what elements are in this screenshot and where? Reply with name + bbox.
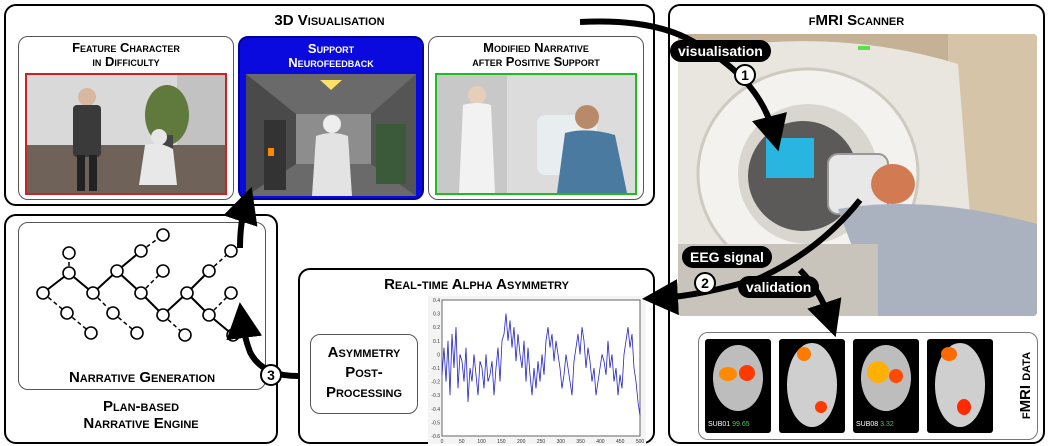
scene-office-image (25, 73, 227, 195)
alpha-title: Real-time Alpha Asymmetry (384, 276, 569, 293)
scanner-title: fMRI Scanner (808, 12, 905, 29)
y-tick-label: 0.4 (433, 298, 440, 304)
subject-value: 3.32 (880, 421, 894, 428)
narrative-generation-label: Narrative Generation (68, 369, 216, 386)
panel-support-neurofeedback: Support Neurofeedback (238, 36, 424, 200)
panel-title: Modified Narrative after Positive Suppor… (472, 40, 600, 69)
scanner-photo (678, 34, 1037, 316)
label-eeg-signal: EEG signal (682, 246, 772, 268)
x-tick-label: 300 (557, 439, 566, 444)
visualisation-title: 3D Visualisation (274, 12, 385, 29)
x-tick-label: 450 (616, 439, 625, 444)
y-tick-label: -0.3 (431, 393, 440, 399)
x-tick-label: 200 (517, 439, 526, 444)
y-tick-label: 0 (437, 352, 440, 358)
scene-hospital-image (435, 73, 637, 195)
panel-modified-narrative: Modified Narrative after Positive Suppor… (428, 36, 644, 200)
subject-value: 99.65 (732, 421, 750, 428)
subject-id: SUB01 (708, 421, 731, 428)
alpha-asymmetry-box: Real-time Alpha Asymmetry Asymmetry Post… (298, 268, 655, 444)
y-tick-label: -0.6 (431, 434, 440, 440)
label-validation: validation (738, 276, 820, 298)
panel-title: Feature Character in Difficulty (72, 40, 180, 69)
label-visualisation: visualisation (670, 40, 771, 62)
post-processing-label: Asymmetry Post- Processing (325, 344, 402, 401)
brain-slice (927, 339, 993, 433)
x-tick-label: 400 (596, 439, 605, 444)
series-line (441, 313, 641, 416)
y-tick-label: 0.2 (433, 325, 440, 331)
fmri-scanner-box: fMRI Scanner fMRI data SUB01 99.65 (668, 4, 1045, 444)
panel-title: Support Neurofeedback (288, 41, 374, 70)
step-three-badge: 3 (260, 364, 282, 386)
narrative-engine-box: Narrative Generation Plan-based Narrativ… (4, 214, 278, 444)
brain-slice (779, 339, 845, 433)
subject-id: SUB08 (856, 421, 879, 428)
y-tick-label: -0.1 (431, 366, 440, 372)
narrative-engine-title: Plan-based Narrative Engine (83, 398, 199, 432)
x-tick-label: 250 (537, 439, 546, 444)
visualisation-box: 3D Visualisation Feature Character in Di… (4, 4, 655, 206)
x-tick-label: 100 (477, 439, 486, 444)
y-tick-label: 0.3 (433, 312, 440, 318)
brain-slice: SUB08 3.32 (853, 339, 919, 433)
x-tick-label: 350 (576, 439, 585, 444)
scene-corridor-image (246, 74, 416, 196)
x-tick-label: 150 (497, 439, 506, 444)
narrative-tree (36, 228, 240, 342)
y-tick-label: -0.5 (431, 420, 440, 426)
y-tick-label: -0.4 (431, 407, 440, 413)
x-tick-label: 500 (636, 439, 645, 444)
fmri-side-label: fMRI data (1016, 351, 1034, 420)
x-tick-label: 0 (441, 439, 444, 444)
panel-feature-character: Feature Character in Difficulty (18, 36, 234, 200)
y-tick-label: 0.1 (433, 339, 440, 345)
post-processing-box: Asymmetry Post- Processing (310, 334, 418, 414)
fmri-data-panel: fMRI data SUB01 99.65 SUB08 3.32 (698, 332, 1038, 440)
step-one-badge: 1 (734, 64, 756, 86)
brain-slice: SUB01 99.65 (705, 339, 771, 433)
y-tick-label: -0.2 (431, 380, 440, 386)
narrative-generation-panel: Narrative Generation (18, 222, 266, 390)
step-two-badge: 2 (694, 272, 716, 294)
x-tick-label: 50 (459, 439, 465, 444)
